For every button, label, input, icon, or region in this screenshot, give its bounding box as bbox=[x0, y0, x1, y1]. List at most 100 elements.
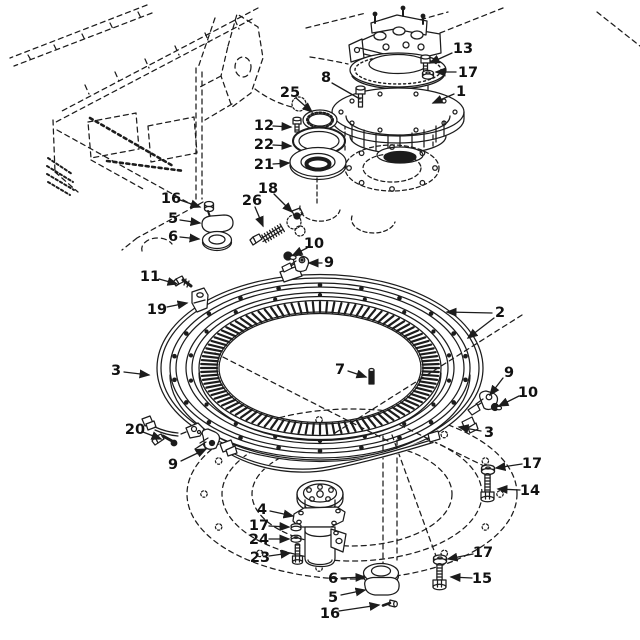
callout-23-leader bbox=[268, 549, 292, 559]
gear-tooth bbox=[203, 380, 222, 385]
callout-8-leader bbox=[331, 82, 361, 100]
motor-bolt-hole bbox=[432, 165, 438, 171]
ring-bolt-hole-dot bbox=[233, 421, 238, 427]
callout-6-leader bbox=[179, 233, 201, 243]
gear-tooth bbox=[418, 351, 437, 356]
gear-tooth bbox=[407, 332, 423, 341]
gear-tooth bbox=[283, 420, 291, 433]
gear-tooth bbox=[220, 329, 237, 338]
ring-bolt-hole-dot bbox=[402, 309, 407, 315]
gear-tooth bbox=[372, 310, 383, 322]
callout-1-leader bbox=[431, 93, 455, 104]
ring-bolt-hole-dot bbox=[183, 400, 189, 405]
gear-tooth bbox=[410, 336, 427, 344]
ring-bolt-hole-dot bbox=[431, 329, 436, 334]
ring-race-line-0 bbox=[156, 273, 484, 463]
callout-15-leader bbox=[449, 572, 473, 582]
ring-bolt-hole-dot bbox=[428, 311, 434, 316]
callout-9-label: 9 bbox=[504, 365, 514, 381]
gear-tooth bbox=[207, 386, 225, 393]
callout-10-leader bbox=[291, 246, 308, 256]
gear-tooth bbox=[200, 358, 219, 363]
gear-tooth bbox=[200, 362, 219, 366]
callout-13-leader bbox=[428, 52, 453, 64]
callout-2-label: 2 bbox=[495, 305, 505, 321]
ring-bolt-hole-dot bbox=[359, 286, 364, 291]
callout-10-leader bbox=[497, 395, 520, 407]
callout-22-label: 22 bbox=[254, 137, 274, 153]
ring-body-mask bbox=[157, 274, 483, 462]
gear-tooth bbox=[349, 303, 357, 316]
gear-tooth bbox=[304, 301, 309, 314]
ring-bolt-hole-dot bbox=[233, 309, 238, 315]
ring-race-thickness bbox=[169, 374, 471, 461]
callout-14-label: 14 bbox=[520, 483, 540, 499]
callout-9-leader bbox=[489, 377, 504, 397]
gear-tooth bbox=[415, 386, 433, 393]
mounting-hole bbox=[214, 523, 223, 531]
gear-tooth bbox=[213, 336, 230, 344]
motor-bolt-hole bbox=[419, 179, 426, 186]
callout-5-label: 5 bbox=[168, 211, 178, 227]
ring-bolt-hole-dot bbox=[276, 445, 281, 450]
ring-bolt-hole-dot bbox=[451, 331, 457, 336]
ring-bolt-hole-dot bbox=[463, 353, 468, 359]
callout-4-label: 4 bbox=[257, 502, 267, 518]
gear-tooth bbox=[276, 305, 285, 317]
ring-bolt-hole-dot bbox=[397, 295, 402, 301]
gear-tooth bbox=[399, 401, 415, 410]
mounting-hole bbox=[481, 457, 490, 465]
ring-bolt-hole-dot bbox=[362, 434, 367, 439]
gear-tooth bbox=[403, 329, 420, 338]
mounting-hole bbox=[481, 523, 490, 531]
callout-26-leader bbox=[254, 206, 264, 228]
gear-tooth bbox=[200, 373, 219, 378]
mounting-hole bbox=[255, 549, 264, 558]
ring-bolt-hole-dot bbox=[317, 282, 323, 288]
callout-17-leader bbox=[494, 462, 523, 472]
gear-tooth bbox=[201, 355, 220, 360]
grease-hose bbox=[141, 415, 441, 474]
mounting-dashed-ellipse-2 bbox=[251, 441, 453, 547]
gear-tooth bbox=[355, 419, 364, 431]
gear-tooth bbox=[200, 370, 219, 374]
callout-5-leader bbox=[340, 587, 367, 597]
gear-tooth bbox=[297, 421, 303, 435]
callout-6-leader bbox=[340, 572, 367, 582]
gear-tooth bbox=[412, 339, 430, 347]
gear-tooth bbox=[234, 406, 249, 416]
ring-bolt-hole-dot bbox=[183, 331, 189, 336]
callout-19-leader bbox=[166, 300, 189, 310]
gear-tooth bbox=[399, 326, 415, 335]
ring-bolt-hole-dot bbox=[172, 353, 177, 359]
gear-tooth bbox=[361, 417, 370, 430]
gear-tooth bbox=[412, 389, 430, 397]
right-fittings-and-bolts bbox=[432, 390, 503, 591]
gear-tooth bbox=[391, 320, 406, 330]
ring-bolt-hole-dot bbox=[206, 420, 212, 425]
callout-15-label: 15 bbox=[472, 571, 492, 587]
callout-10-label: 10 bbox=[518, 385, 538, 401]
gear-tooth bbox=[382, 314, 395, 326]
slew-ring-gear bbox=[156, 273, 484, 463]
gear-tooth bbox=[290, 302, 297, 315]
machine-frame-phantom-outline bbox=[9, 4, 640, 252]
callout-3-leader bbox=[123, 369, 151, 379]
gear-tooth bbox=[257, 310, 268, 322]
gear-tooth bbox=[210, 389, 228, 397]
callout-2-leader bbox=[466, 317, 495, 339]
top-fittings bbox=[279, 207, 310, 283]
callout-16-label: 16 bbox=[161, 191, 181, 207]
gear-tooth bbox=[304, 422, 309, 435]
gear-tooth bbox=[245, 314, 258, 326]
ring-bolt-hole-dot bbox=[238, 295, 243, 301]
motor-pilot-circle bbox=[362, 153, 422, 183]
gear-tooth bbox=[213, 392, 230, 400]
gear-tooth bbox=[355, 305, 364, 317]
callout-9-leader bbox=[180, 448, 208, 462]
gear-tooth bbox=[395, 323, 411, 332]
gear-tooth bbox=[372, 414, 383, 426]
gear-tooth bbox=[239, 317, 253, 328]
callout-6-label: 6 bbox=[328, 571, 338, 587]
